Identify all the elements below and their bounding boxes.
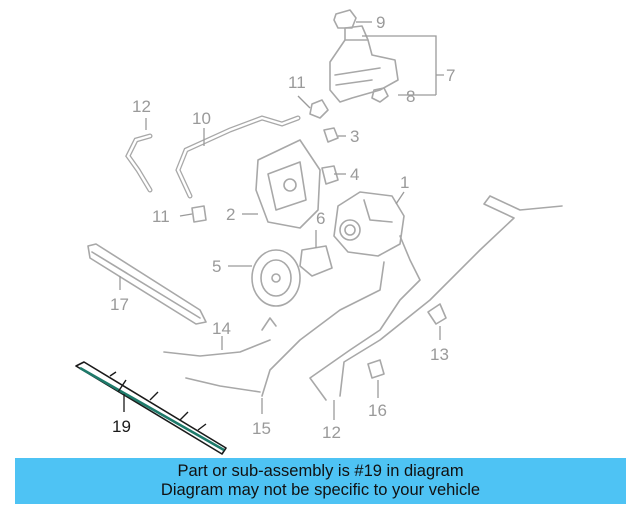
info-banner: Part or sub-assembly is #19 in diagram D… xyxy=(15,458,626,504)
reservoir-part[interactable] xyxy=(329,25,399,103)
gasket-part[interactable] xyxy=(299,245,333,277)
banner-line-1: Part or sub-assembly is #19 in diagram xyxy=(177,462,464,480)
cap-part[interactable] xyxy=(333,9,357,29)
clamp-part-top[interactable] xyxy=(309,99,329,119)
bushing-part-3[interactable] xyxy=(323,127,339,143)
callout-15: 14 xyxy=(212,319,231,338)
clamp-part-left[interactable] xyxy=(191,205,207,223)
callout-17: 16 xyxy=(368,401,387,420)
callout-7: 7 xyxy=(446,66,455,85)
hose-part-10[interactable] xyxy=(175,115,301,199)
callout-9: 9 xyxy=(376,13,385,32)
leader-lines xyxy=(119,21,444,420)
callout-18: 17 xyxy=(110,295,129,314)
callout-2: 2 xyxy=(226,205,235,224)
hose-part-12[interactable] xyxy=(125,133,153,193)
callout-11-top: 11 xyxy=(288,73,306,92)
callout-6: 6 xyxy=(316,209,325,228)
bushing-part-4[interactable] xyxy=(321,165,339,185)
callout-16: 15 xyxy=(252,419,271,438)
pressure-line-part[interactable] xyxy=(163,195,563,401)
callout-19: 19 xyxy=(112,417,131,436)
mount-part-14[interactable] xyxy=(427,303,447,325)
callout-13: 12 xyxy=(322,423,341,442)
banner-line-2: Diagram may not be specific to your vehi… xyxy=(160,481,481,499)
callout-11-left: 11 xyxy=(152,207,170,226)
rail-part-18[interactable] xyxy=(87,243,207,325)
callout-8: 8 xyxy=(406,87,415,106)
pulley-part[interactable] xyxy=(251,249,301,307)
callout-12: 12 xyxy=(132,97,151,116)
callout-10: 10 xyxy=(192,109,211,128)
pump-part[interactable] xyxy=(333,191,405,257)
highlighted-part-19[interactable] xyxy=(75,361,227,455)
clip-part-17[interactable] xyxy=(367,359,385,379)
callout-4: 4 xyxy=(350,165,359,184)
bracket-part[interactable] xyxy=(255,139,321,229)
callout-1: 1 xyxy=(400,173,409,192)
callout-14: 13 xyxy=(430,345,449,364)
callout-5: 5 xyxy=(212,257,221,276)
grommet-part[interactable] xyxy=(371,87,389,103)
callout-3: 3 xyxy=(350,127,359,146)
